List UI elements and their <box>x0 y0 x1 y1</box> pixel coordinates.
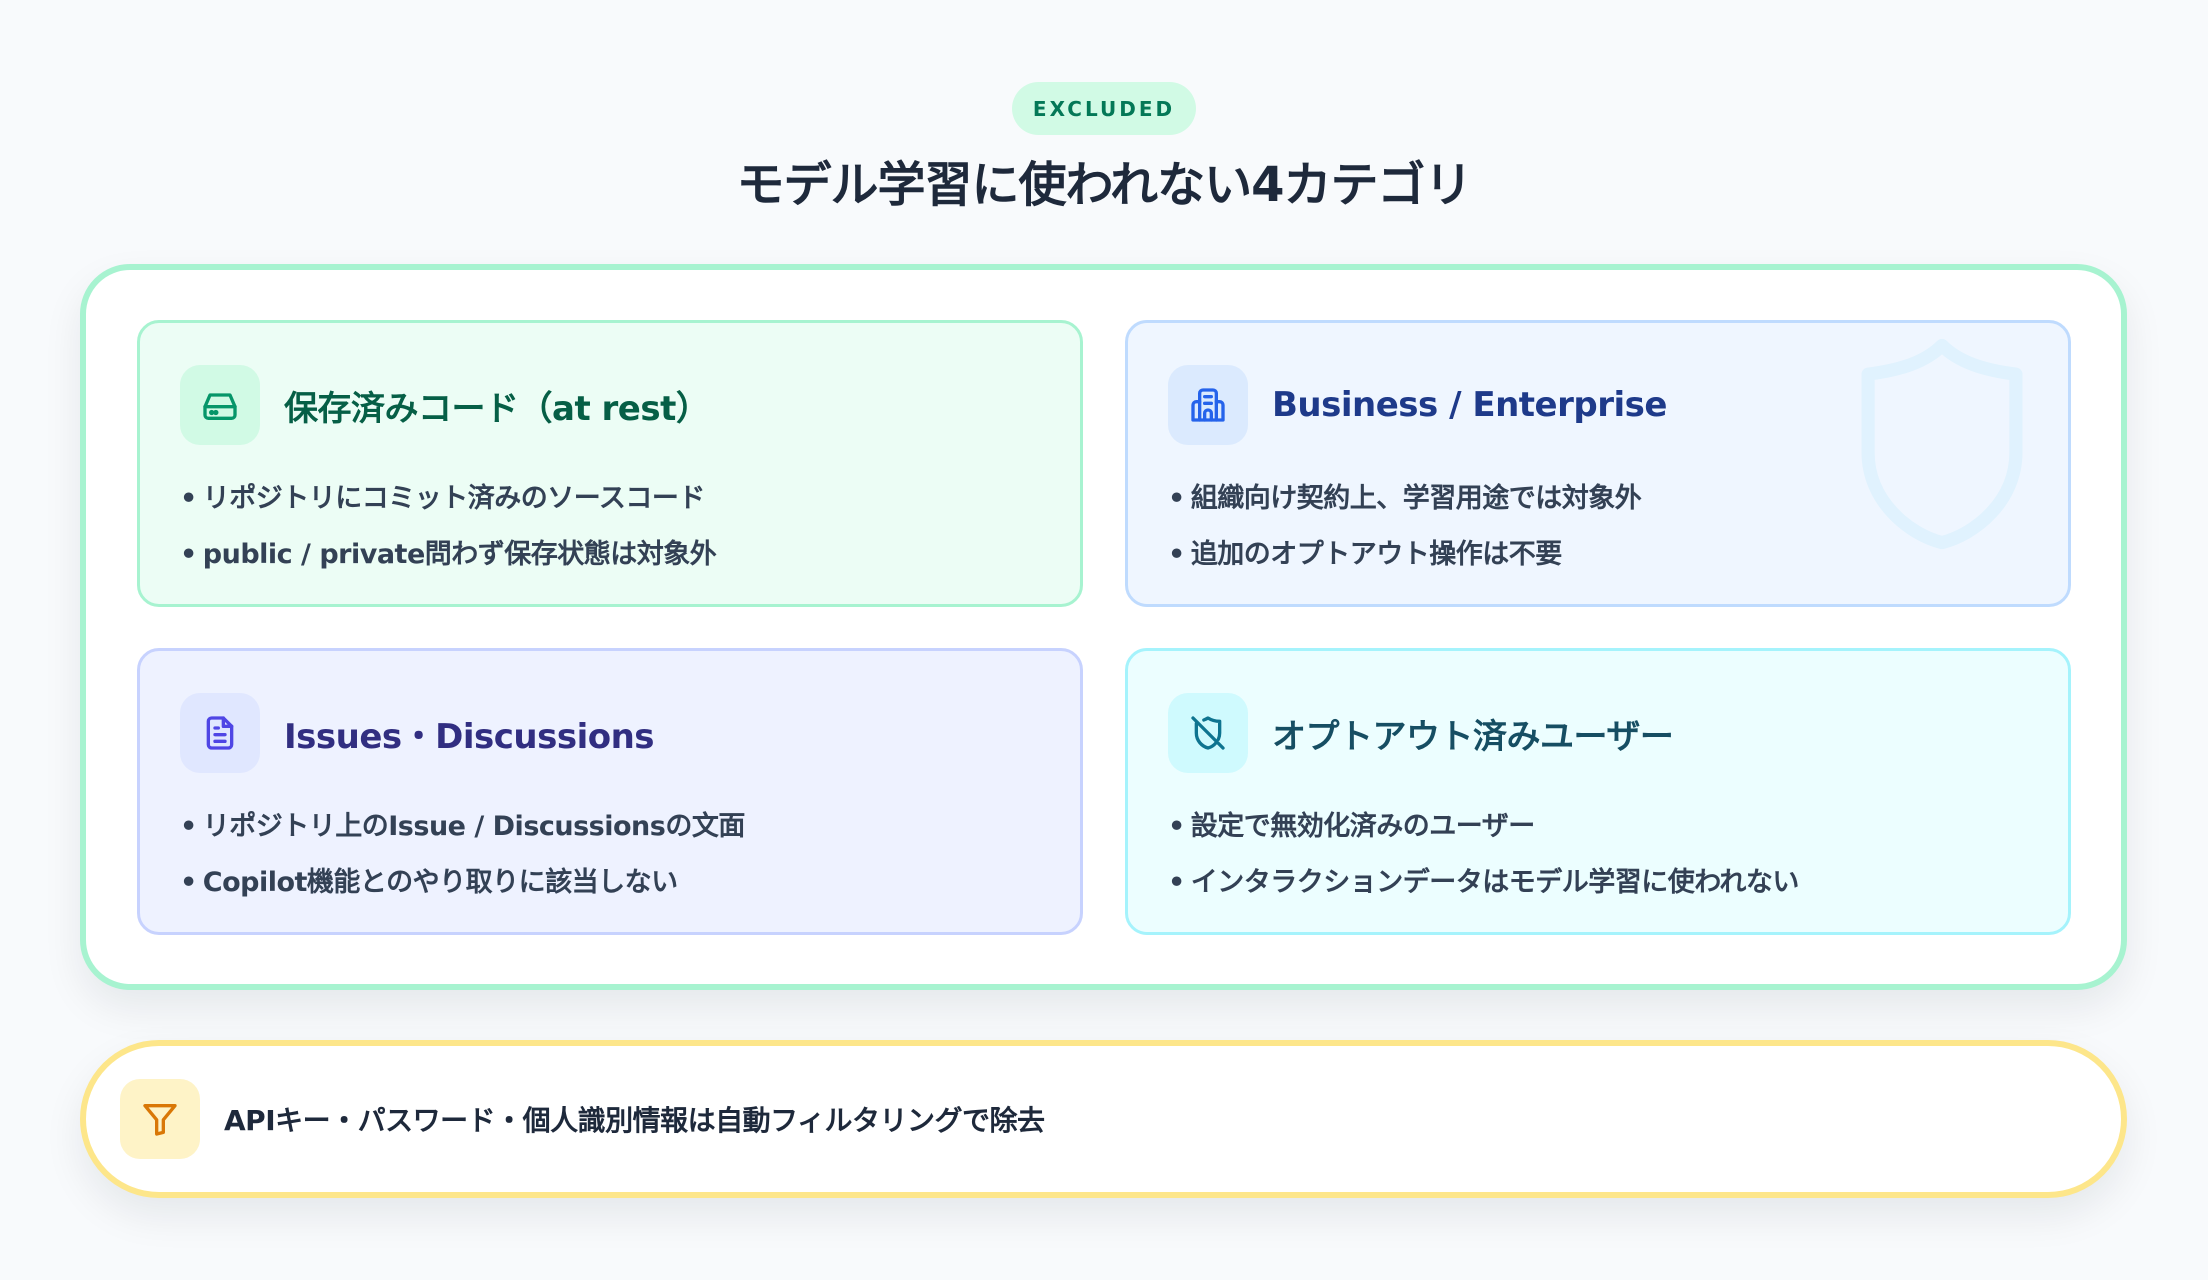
list-item: Copilot機能とのやり取りに該当しない <box>180 855 745 911</box>
card-title: 保存済みコード（at rest） <box>284 388 710 429</box>
category-card-opted-out-users: オプトアウト済みユーザー 設定で無効化済みのユーザー インタラクションデータはモ… <box>1125 648 2071 935</box>
card-header: Issues・Discussions <box>180 693 655 773</box>
page-title: モデル学習に使われない4カテゴリ <box>736 157 1473 213</box>
list-item: 追加のオプトアウト操作は不要 <box>1168 527 1641 583</box>
filtering-note-banner: APIキー・パスワード・個人識別情報は自動フィルタリングで除去 <box>80 1040 2127 1198</box>
category-card-business-enterprise: Business / Enterprise 組織向け契約上、学習用途では対象外 … <box>1125 320 2071 607</box>
shield-icon <box>1861 338 2023 550</box>
hard-drive-icon <box>180 365 260 445</box>
card-title: オプトアウト済みユーザー <box>1272 716 1674 757</box>
list-item: インタラクションデータはモデル学習に使われない <box>1168 855 1800 911</box>
category-card-stored-code: 保存済みコード（at rest） リポジトリにコミット済みのソースコード pub… <box>137 320 1083 607</box>
card-header: 保存済みコード（at rest） <box>180 365 710 445</box>
card-title: Issues・Discussions <box>284 716 655 757</box>
card-bullet-list: 組織向け契約上、学習用途では対象外 追加のオプトアウト操作は不要 <box>1168 471 1642 583</box>
building-icon <box>1168 365 1248 445</box>
filter-icon <box>120 1079 200 1159</box>
excluded-badge: EXCLUDED <box>1012 82 1196 135</box>
shield-off-icon <box>1168 693 1248 773</box>
document-icon <box>180 693 260 773</box>
list-item: 組織向け契約上、学習用途では対象外 <box>1168 471 1642 527</box>
card-title: Business / Enterprise <box>1272 385 1667 425</box>
list-item: 設定で無効化済みのユーザー <box>1168 799 1799 855</box>
card-bullet-list: 設定で無効化済みのユーザー インタラクションデータはモデル学習に使われない <box>1168 799 1800 911</box>
banner-text: APIキー・パスワード・個人識別情報は自動フィルタリングで除去 <box>224 1104 1045 1137</box>
list-item: リポジトリ上のIssue / Discussionsの文面 <box>180 799 746 855</box>
categories-panel: 保存済みコード（at rest） リポジトリにコミット済みのソースコード pub… <box>80 264 2127 990</box>
list-item: リポジトリにコミット済みのソースコード <box>180 471 716 527</box>
card-bullet-list: リポジトリにコミット済みのソースコード public / private問わず保… <box>180 471 717 583</box>
card-bullet-list: リポジトリ上のIssue / Discussionsの文面 Copilot機能と… <box>180 799 746 911</box>
card-header: オプトアウト済みユーザー <box>1168 693 1674 773</box>
category-card-issues-discussions: Issues・Discussions リポジトリ上のIssue / Discus… <box>137 648 1083 935</box>
list-item: public / private問わず保存状態は対象外 <box>180 527 717 583</box>
card-header: Business / Enterprise <box>1168 365 1667 445</box>
